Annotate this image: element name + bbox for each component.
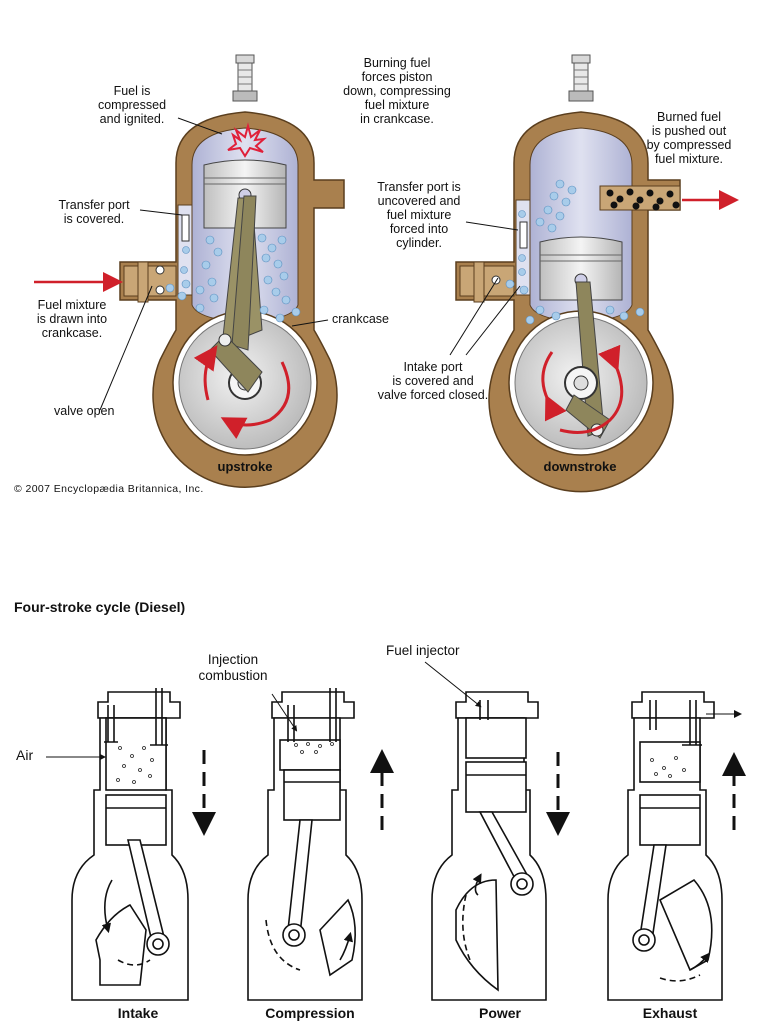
- four-stroke-engines: [71, 688, 723, 1001]
- downstroke-engine: [455, 54, 739, 493]
- label-air: Air: [16, 747, 34, 763]
- four-stroke-title: Four-stroke cycle (Diesel): [14, 599, 186, 615]
- upstroke-engine: [119, 54, 345, 488]
- mixture-dots: [116, 742, 686, 784]
- lower-leader-lines: [46, 661, 742, 760]
- caption-power: Power: [478, 1005, 521, 1021]
- label-fuel-injector: Fuel injector: [386, 643, 460, 658]
- label-injection-combustion: Injection combustion: [198, 652, 268, 683]
- caption-exhaust: Exhaust: [642, 1005, 698, 1021]
- label-crankcase: crankcase: [332, 312, 389, 326]
- label-intake-covered: Intake port is covered and valve forced …: [377, 360, 489, 402]
- caption-intake: Intake: [117, 1005, 159, 1021]
- caption-upstroke: upstroke: [217, 459, 273, 474]
- caption-compression: Compression: [265, 1005, 355, 1021]
- label-burning-fuel: Burning fuel forces piston down, compres…: [343, 56, 451, 126]
- label-burned-fuel: Burned fuel is pushed out by compressed …: [646, 110, 732, 166]
- label-transfer-uncovered: Transfer port is uncovered and fuel mixt…: [377, 180, 461, 250]
- label-fuel-mixture-drawn: Fuel mixture is drawn into crankcase.: [36, 298, 108, 340]
- label-fuel-compressed: Fuel is compressed and ignited.: [97, 84, 167, 126]
- power-engine: [431, 691, 547, 1001]
- upper-leader-lines: [99, 117, 521, 411]
- label-valve-open: valve open: [54, 404, 115, 418]
- intake-engine: [71, 688, 189, 1001]
- copyright-notice: © 2007 Encyclopædia Britannica, Inc.: [14, 483, 204, 495]
- exhaust-engine: [607, 691, 723, 1001]
- caption-downstroke: downstroke: [543, 459, 617, 474]
- compression-engine: [247, 688, 363, 1001]
- label-transfer-covered: Transfer port is covered.: [58, 198, 130, 226]
- stroke-direction-arrows: [192, 749, 746, 836]
